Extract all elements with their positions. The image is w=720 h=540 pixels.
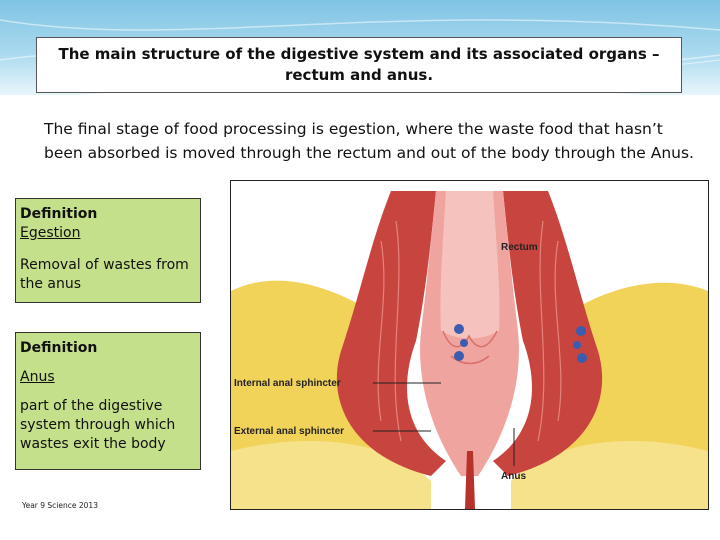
rectal-folds [442, 330, 498, 365]
label-internal-anal-sphincter: Internal anal sphincter [234, 378, 341, 389]
slide-title: The main structure of the digestive syst… [36, 37, 682, 93]
slide-title-text: The main structure of the digestive syst… [58, 45, 660, 84]
fat-tissue-lower-left [231, 441, 431, 509]
muscle-striations [377, 220, 562, 442]
anal-canal [465, 451, 475, 509]
definition-text: part of the digestive system through whi… [20, 398, 176, 452]
rectal-lumen [440, 191, 500, 339]
anal-veins [454, 324, 587, 363]
definition-heading: Definition [20, 340, 98, 356]
rectum-anus-diagram: Rectum Internal anal sphincter External … [230, 180, 709, 510]
rectal-muscle-right [493, 191, 603, 476]
definition-term: Egestion [20, 225, 81, 241]
definition-box-egestion: Definition Egestion Removal of wastes fr… [15, 198, 201, 303]
intro-paragraph: The final stage of food processing is eg… [44, 120, 694, 162]
definition-heading: Definition [20, 206, 98, 222]
anatomy-illustration: Rectum Internal anal sphincter External … [231, 191, 708, 509]
label-rectum: Rectum [501, 242, 538, 253]
definition-term: Anus [20, 369, 55, 385]
slide-footer: Year 9 Science 2013 [22, 501, 98, 510]
label-leader-lines [373, 382, 515, 466]
rectal-muscle-left [336, 191, 446, 476]
fat-tissue-lower-right [511, 441, 708, 509]
label-external-anal-sphincter: External anal sphincter [234, 426, 344, 437]
definition-box-anus: Definition Anus part of the digestive sy… [15, 332, 201, 470]
definition-text: Removal of wastes from the anus [20, 257, 189, 292]
label-anus: Anus [501, 471, 526, 482]
